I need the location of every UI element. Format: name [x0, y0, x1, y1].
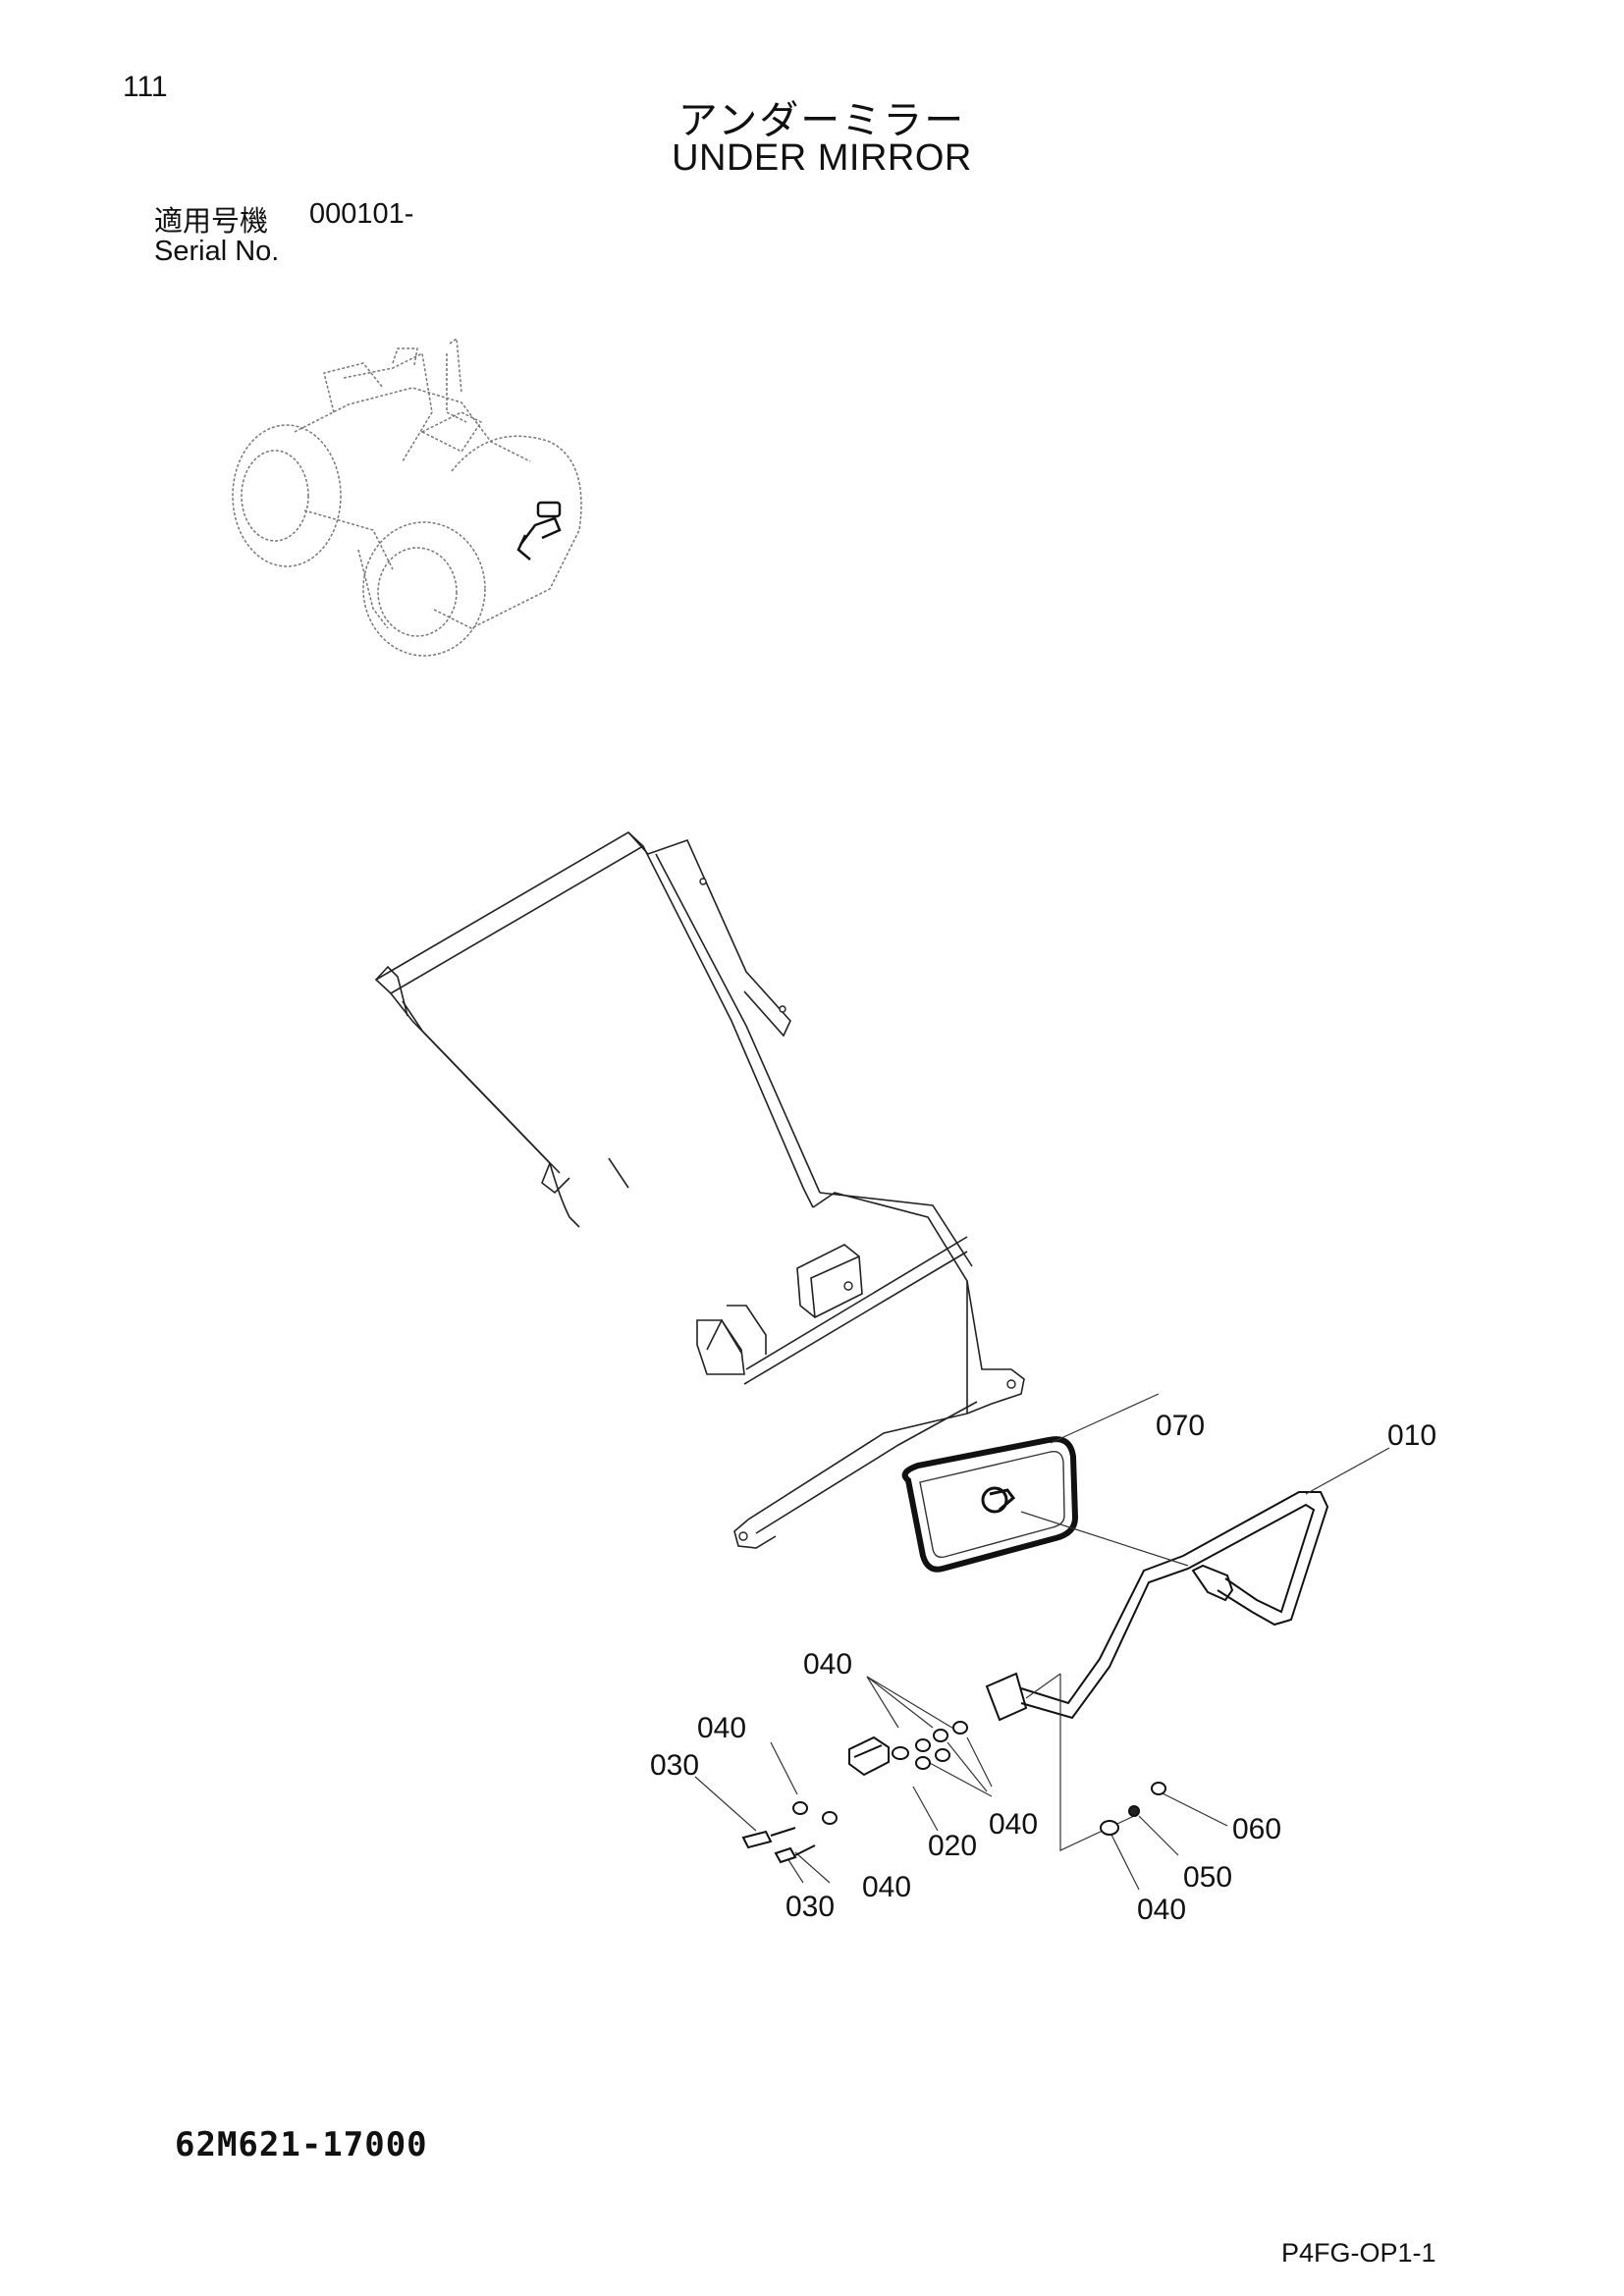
serial-label-english: Serial No. [154, 236, 280, 267]
callout-020: 020 [928, 1830, 977, 1862]
serial-label-japanese: 適用号機 [154, 204, 269, 238]
leader-lines [694, 1393, 1390, 1891]
callout-060: 060 [1232, 1813, 1281, 1845]
callout-030-bottom: 030 [785, 1891, 835, 1923]
callout-070: 070 [1156, 1410, 1205, 1442]
part-number: 62M621-17000 [175, 2125, 428, 2164]
hardware-parts [741, 1721, 1166, 1864]
callout-010: 010 [1387, 1419, 1436, 1452]
callout-030-top: 030 [650, 1749, 699, 1782]
page-title-english: UNDER MIRROR [672, 137, 972, 179]
mirror-highlight-icon [516, 501, 562, 561]
callout-040-lower-right: 040 [1137, 1894, 1186, 1926]
tractor-location-thumbnail [232, 337, 582, 657]
frame-holes [699, 878, 1016, 1541]
callout-labels: 070 010 040 040 030 040 020 060 050 030 … [650, 1410, 1436, 1926]
mirror-stay [985, 1491, 1329, 1722]
cab-frame [374, 831, 1025, 1549]
page-number: 111 [123, 71, 168, 103]
serial-number-value: 000101- [309, 198, 414, 230]
callout-040-top: 040 [803, 1648, 852, 1681]
callout-050: 050 [1183, 1861, 1232, 1894]
callout-040-right: 040 [989, 1808, 1038, 1841]
callout-040-left: 040 [697, 1712, 746, 1744]
callout-040-bottom: 040 [862, 1871, 911, 1903]
sheet-code: P4FG-OP1-1 [1281, 2238, 1436, 2268]
page-title-japanese: アンダーミラー [677, 98, 966, 143]
under-mirror-glass [901, 1436, 1079, 1573]
